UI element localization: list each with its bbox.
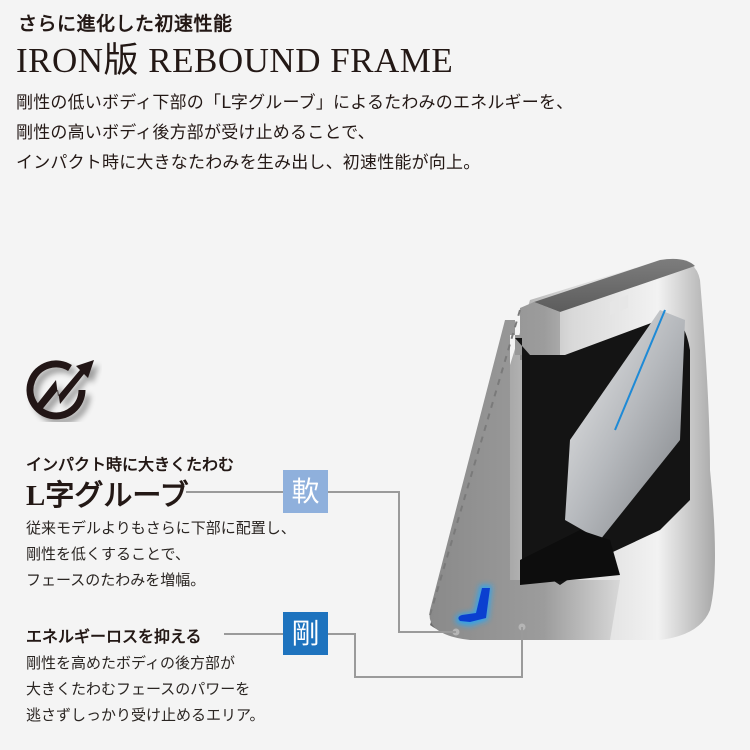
- rebound-arrow-icon: [20, 350, 102, 422]
- connector-hard-v1: [354, 633, 356, 678]
- connector-soft-h2: [328, 491, 400, 493]
- connector-soft-h1: [186, 491, 284, 493]
- soft-section-title: L字グルーブ: [26, 480, 189, 512]
- subtitle: さらに進化した初速性能: [18, 13, 233, 35]
- intro-line: 剛性の低いボディ下部の「L字グルーブ」によるたわみのエネルギーを、: [16, 93, 574, 113]
- soft-badge: 軟: [283, 470, 328, 513]
- hard-body-line: 逃さずしっかり受け止めるエリア。: [26, 706, 265, 724]
- page-title: IRON版 REBOUND FRAME: [16, 41, 454, 80]
- hard-badge: 剛: [283, 612, 328, 655]
- hard-body-line: 大きくたわむフェースのパワーを: [26, 680, 251, 698]
- intro-line: インパクト時に大きなたわみを生み出し、初速性能が向上。: [16, 153, 481, 173]
- connector-hard-h1: [224, 633, 284, 635]
- connector-hard-h2: [328, 633, 355, 635]
- hard-section-heading: エネルギーロスを抑える: [26, 627, 202, 646]
- connector-hard-h3: [354, 676, 523, 678]
- connector-hard-v2: [521, 627, 523, 678]
- iron-head-illustration: [410, 240, 750, 660]
- connector-soft-v: [398, 491, 400, 633]
- soft-section-heading: インパクト時に大きくたわむ: [26, 455, 235, 474]
- soft-body-line: 剛性を低くすることで、: [26, 545, 190, 563]
- soft-section-body: 従来モデルよりもさらに下部に配置し、 剛性を低くすることで、 フェースのたわみを…: [26, 515, 296, 593]
- connector-soft-h3: [398, 631, 456, 633]
- intro-paragraph: 剛性の低いボディ下部の「L字グルーブ」によるたわみのエネルギーを、 剛性の高いボ…: [16, 88, 573, 178]
- soft-body-line: 従来モデルよりもさらに下部に配置し、: [26, 519, 296, 537]
- soft-body-line: フェースのたわみを増幅。: [26, 571, 206, 589]
- intro-line: 剛性の高いボディ後方部が受け止めることで、: [16, 123, 375, 143]
- hard-body-line: 剛性を高めたボディの後方部が: [26, 654, 235, 672]
- hard-section-body: 剛性を高めたボディの後方部が 大きくたわむフェースのパワーを 逃さずしっかり受け…: [26, 650, 265, 728]
